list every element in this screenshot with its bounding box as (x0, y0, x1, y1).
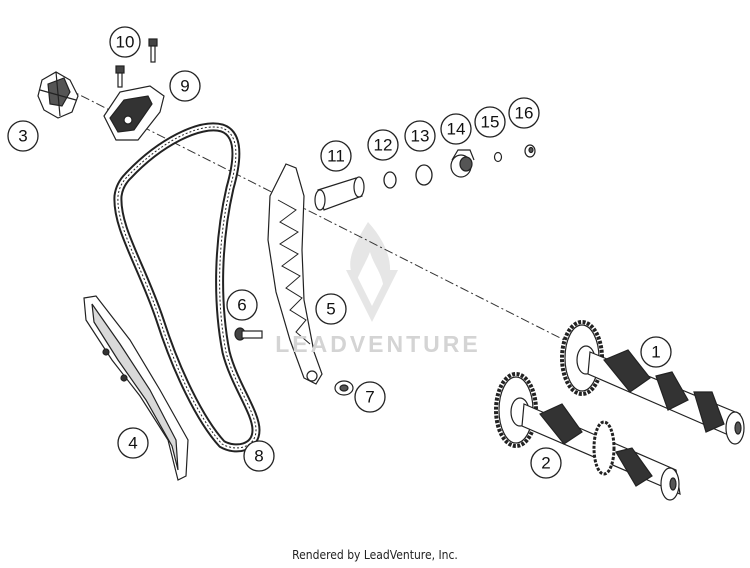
callout-3: 3 (7, 120, 39, 152)
callout-12: 12 (367, 129, 399, 161)
svg-text:13: 13 (411, 127, 430, 146)
svg-text:10: 10 (116, 33, 135, 52)
footer-credit: Rendered by LeadVenture, Inc. (292, 548, 458, 562)
part-14-nut (450, 149, 475, 178)
svg-text:2: 2 (541, 454, 550, 473)
callout-16: 16 (508, 97, 540, 129)
callout-15: 15 (474, 106, 506, 138)
part-10-bolts (115, 38, 158, 88)
part-11-sleeve (314, 176, 365, 211)
callout-10: 10 (109, 26, 141, 58)
callout-4: 4 (117, 427, 149, 459)
watermark-logo (346, 222, 398, 322)
watermark-text: LEADVENTURE (275, 331, 481, 357)
part-1-camshaft (560, 320, 745, 445)
part-15-ring (493, 151, 503, 163)
svg-text:5: 5 (326, 300, 335, 319)
svg-text:9: 9 (180, 77, 189, 96)
callout-2: 2 (530, 447, 562, 479)
callout-14: 14 (440, 113, 472, 145)
svg-text:7: 7 (365, 388, 374, 407)
callout-8: 8 (243, 440, 275, 472)
part-9-block (103, 85, 165, 141)
callout-1: 1 (640, 336, 672, 368)
callout-9: 9 (169, 70, 201, 102)
part-5-rail (267, 163, 323, 385)
svg-text:4: 4 (128, 434, 137, 453)
part-13-ring (415, 164, 433, 186)
callout-11: 11 (320, 140, 352, 172)
svg-text:16: 16 (515, 104, 534, 123)
svg-text:8: 8 (254, 447, 263, 466)
part-4-guide (83, 295, 189, 481)
part-2-camshaft (494, 372, 681, 501)
callout-7: 7 (354, 381, 386, 413)
part-16-plug (524, 144, 536, 158)
svg-text:3: 3 (18, 127, 27, 146)
axis-line (65, 87, 581, 349)
part-8-chain (113, 122, 261, 453)
svg-text:1: 1 (651, 343, 660, 362)
callouts: 1 2 3 4 5 6 7 8 9 10 11 12 13 14 15 16 (7, 26, 672, 479)
svg-text:11: 11 (327, 147, 345, 166)
svg-text:15: 15 (481, 113, 500, 132)
svg-text:12: 12 (374, 136, 393, 155)
part-3-sprocket (37, 71, 79, 119)
svg-text:14: 14 (447, 120, 466, 139)
part-7-washer (334, 380, 354, 396)
callout-5: 5 (315, 293, 347, 325)
part-6-pin (234, 327, 263, 341)
callout-6: 6 (226, 289, 258, 321)
svg-text:6: 6 (237, 296, 246, 315)
callout-13: 13 (404, 120, 436, 152)
part-12-ring (383, 171, 397, 189)
